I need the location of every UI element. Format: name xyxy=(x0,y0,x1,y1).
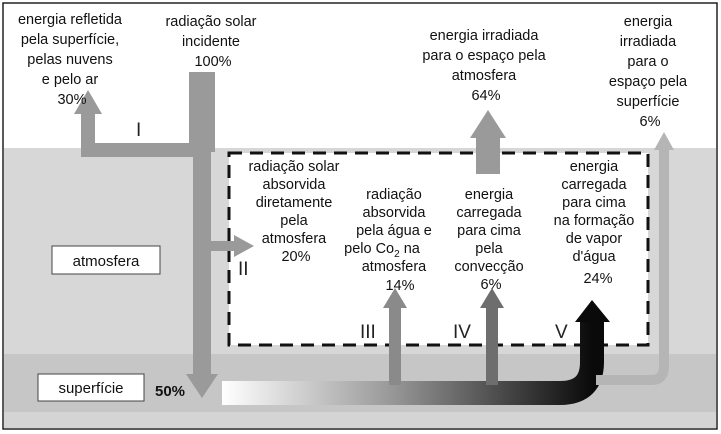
superficie-label-box: superfície xyxy=(37,373,145,402)
label-atm-radiated: energia irradiada para o espaço pela atm… xyxy=(422,28,549,104)
label-absorbed-direct: radiação solar absorvida diretamente pel… xyxy=(248,159,343,265)
arrow-atm-radiated xyxy=(470,110,506,174)
label-absorbed-water: radiação absorvida pela água e pelo Co2 … xyxy=(344,187,436,294)
label-vapor: energia carregada para cima na formação … xyxy=(554,159,639,287)
label-incident: radiação solar incidente 100% xyxy=(165,14,260,70)
svg-text:superfície: superfície xyxy=(58,380,123,397)
roman-II: II xyxy=(238,259,249,280)
svg-text:atmosfera: atmosfera xyxy=(73,253,140,270)
arrow-incident xyxy=(186,72,218,398)
label-convection: energia carregada para cima pela convecç… xyxy=(454,187,527,293)
label-surf-radiated: energia irradiada para o espaço pela sup… xyxy=(609,14,691,130)
ground-strip xyxy=(4,412,716,428)
label-reflected: energia refletida pela superfície, pelas… xyxy=(18,12,126,108)
roman-I: I xyxy=(136,120,141,141)
atmosfera-label-box: atmosfera xyxy=(51,245,161,275)
arrow-absorbed-direct xyxy=(210,235,254,257)
surface-flow xyxy=(222,132,674,405)
roman-III: III xyxy=(360,322,376,343)
surface-percent: 50% xyxy=(155,383,185,400)
roman-IV: IV xyxy=(453,322,471,343)
roman-V: V xyxy=(555,322,568,343)
